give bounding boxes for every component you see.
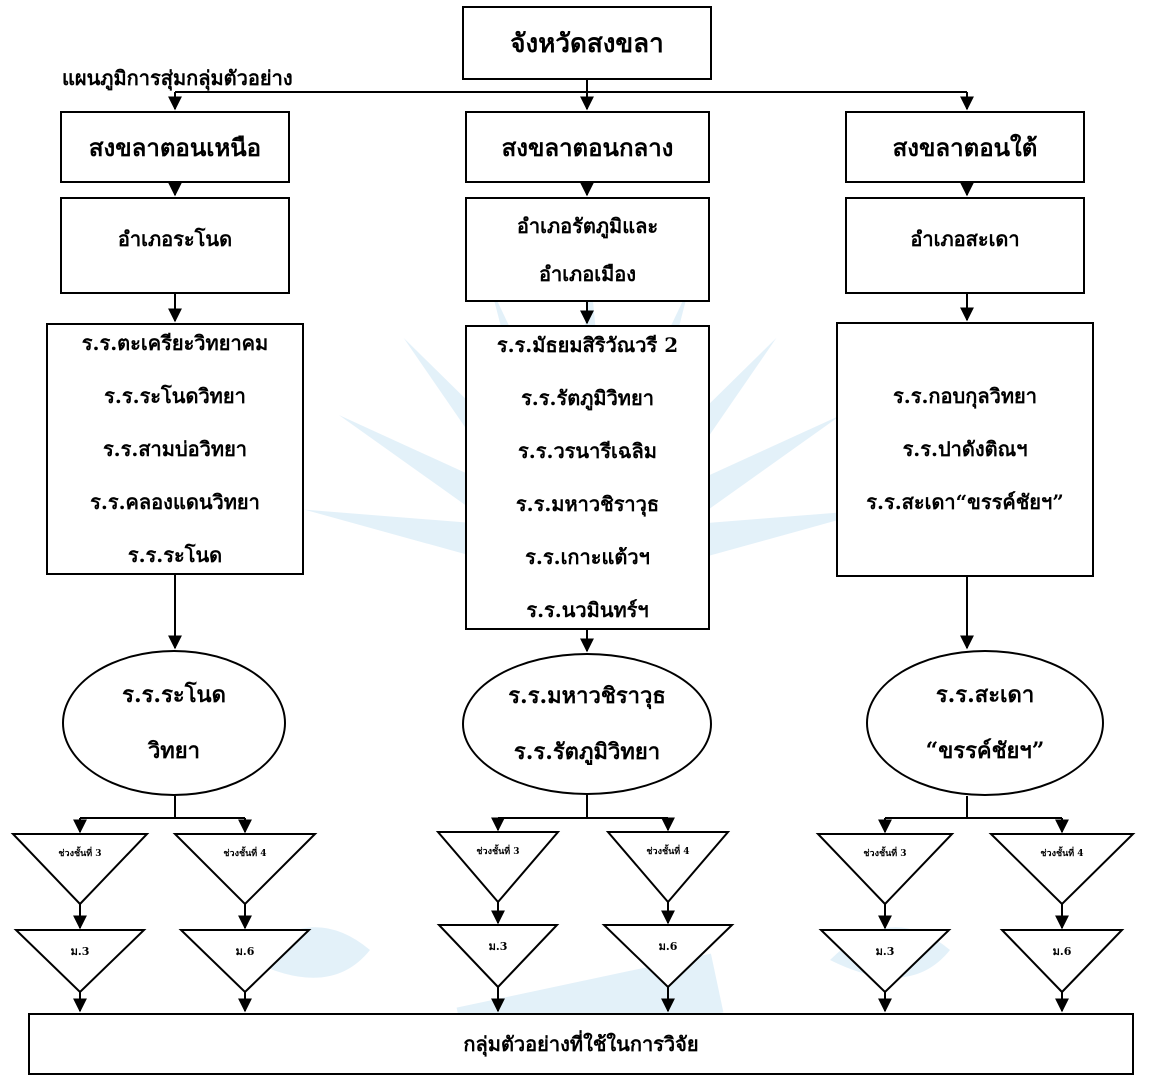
school-list-north: ร.ร.ตะเครียะวิทยาคม ร.ร.ระโนดวิทยา ร.ร.ส… — [46, 323, 304, 575]
region-name: สงขลาตอนกลาง — [501, 132, 674, 162]
sample-school-oval-north: ร.ร.ระโนด วิทยา — [62, 650, 286, 796]
school-name: ร.ร.สะเดา“ขรรค์ชัยฯ” — [866, 490, 1064, 514]
stratum-triangle — [435, 831, 561, 904]
grade-triangle — [999, 929, 1125, 994]
school-name: ร.ร.คลองแดนวิทยา — [90, 489, 260, 514]
stratum-label: ช่วงชั้นที่ 3 — [863, 849, 907, 859]
grade-triangle — [818, 929, 952, 994]
grade-triangle — [436, 924, 560, 989]
sample-school-oval-central: ร.ร.มหาวชิราวุธ ร.ร.รัตภูมิวิทยา — [462, 653, 712, 795]
school-name: ร.ร.ปาดังติณฯ — [902, 437, 1028, 461]
school-name: ร.ร.มัธยมสิริวัณวรี 2 — [496, 332, 679, 357]
research-sample-label: กลุ่มตัวอย่างที่ใช้ในการวิจัย — [463, 1032, 699, 1056]
stratum-triangle — [605, 831, 731, 904]
district-line: อำเภอเมือง — [538, 261, 637, 286]
stratum-label: ช่วงชั้นที่ 3 — [58, 849, 102, 859]
research-sample-box: กลุ่มตัวอย่างที่ใช้ในการวิจัย — [28, 1013, 1134, 1075]
sample-line: ร.ร.ระโนด — [122, 682, 226, 708]
province-box: จังหวัดสงขลา — [462, 6, 712, 80]
grade-label: ม.3 — [70, 945, 90, 958]
school-name: ร.ร.ระโนด — [127, 542, 223, 567]
sample-line: ร.ร.รัตภูมิวิทยา — [513, 739, 661, 765]
school-name: ร.ร.วรนารีเฉลิม — [518, 438, 657, 463]
sample-line: ร.ร.มหาวชิราวุธ — [508, 683, 666, 709]
stratum-label-container: ช่วงชั้นที่ 4 — [175, 846, 315, 866]
school-name: ร.ร.สามบ่อวิทยา — [102, 436, 248, 461]
stratum-label: ช่วงชั้นที่ 3 — [476, 847, 520, 857]
district-line: อำเภอรัตภูมิและ — [516, 213, 659, 238]
plan-label: แผนภูมิการสุ่มกลุ่มตัวอย่าง — [62, 66, 293, 90]
grade-label-container: ม.6 — [181, 942, 309, 962]
stratum-label: ช่วงชั้นที่ 4 — [223, 849, 267, 859]
district-box-central: อำเภอรัตภูมิและ อำเภอเมือง — [465, 197, 710, 302]
stratum-label: ช่วงชั้นที่ 4 — [646, 847, 690, 857]
sample-school-oval-south: ร.ร.สะเดา “ขรรค์ชัยฯ” — [866, 650, 1104, 796]
grade-label: ม.6 — [235, 945, 255, 958]
grade-label: ม.6 — [1052, 945, 1072, 958]
grade-label: ม.3 — [488, 940, 508, 953]
stratum-triangle — [988, 833, 1136, 906]
sample-line: “ขรรค์ชัยฯ” — [925, 738, 1045, 764]
region-name: สงขลาตอนใต้ — [892, 132, 1038, 162]
stratum-label-container: ช่วงชั้นที่ 4 — [991, 846, 1133, 866]
school-name: ร.ร.กอบกุลวิทยา — [893, 384, 1037, 408]
connector-lines — [73, 80, 1069, 1013]
school-name: ร.ร.ตะเครียะวิทยาคม — [81, 330, 269, 355]
stratum-label-container: ช่วงชั้นที่ 3 — [438, 844, 558, 864]
district-box-north: อำเภอระโนด — [60, 197, 290, 294]
grade-label-container: ม.3 — [16, 942, 144, 962]
stratum-label-container: ช่วงชั้นที่ 4 — [608, 844, 728, 864]
district-line: อำเภอสะเดา — [910, 227, 1020, 251]
grade-label-container: ม.6 — [1002, 942, 1122, 962]
school-list-central: ร.ร.มัธยมสิริวัณวรี 2 ร.ร.รัตภูมิวิทยา ร… — [465, 325, 710, 630]
stratum-triangle — [10, 833, 150, 906]
grade-label-container: ม.3 — [439, 937, 557, 957]
school-name: ร.ร.มหาวชิราวุธ — [515, 491, 660, 516]
sample-line: ร.ร.สะเดา — [935, 682, 1035, 708]
stratum-label-container: ช่วงชั้นที่ 3 — [13, 846, 147, 866]
district-line: อำเภอระโนด — [117, 227, 233, 251]
stratum-label: ช่วงชั้นที่ 4 — [1040, 849, 1084, 859]
district-box-south: อำเภอสะเดา — [845, 197, 1085, 294]
grade-triangle — [178, 929, 312, 994]
grade-label: ม.6 — [658, 940, 678, 953]
grade-triangle — [13, 929, 147, 994]
stratum-label-container: ช่วงชั้นที่ 3 — [818, 846, 952, 866]
stratum-triangles — [10, 831, 1136, 994]
region-box-north: สงขลาตอนเหนือ — [60, 111, 290, 183]
grade-label: ม.3 — [875, 945, 895, 958]
province-title: จังหวัดสงขลา — [510, 28, 664, 59]
region-box-central: สงขลาตอนกลาง — [465, 111, 710, 183]
grade-label-container: ม.6 — [604, 937, 732, 957]
school-name: ร.ร.ระโนดวิทยา — [104, 383, 246, 408]
school-name: ร.ร.นวมินทร์ฯ — [526, 597, 649, 622]
stratum-triangle — [815, 833, 955, 906]
grade-triangle — [601, 924, 735, 989]
stratum-triangle — [172, 833, 318, 906]
school-list-south: ร.ร.กอบกุลวิทยา ร.ร.ปาดังติณฯ ร.ร.สะเดา“… — [836, 322, 1094, 577]
school-name: ร.ร.รัตภูมิวิทยา — [521, 385, 654, 410]
region-box-south: สงขลาตอนใต้ — [845, 111, 1085, 183]
region-name: สงขลาตอนเหนือ — [88, 132, 262, 162]
grade-label-container: ม.3 — [821, 942, 949, 962]
sample-line: วิทยา — [147, 738, 201, 764]
school-name: ร.ร.เกาะแต้วฯ — [525, 544, 650, 569]
